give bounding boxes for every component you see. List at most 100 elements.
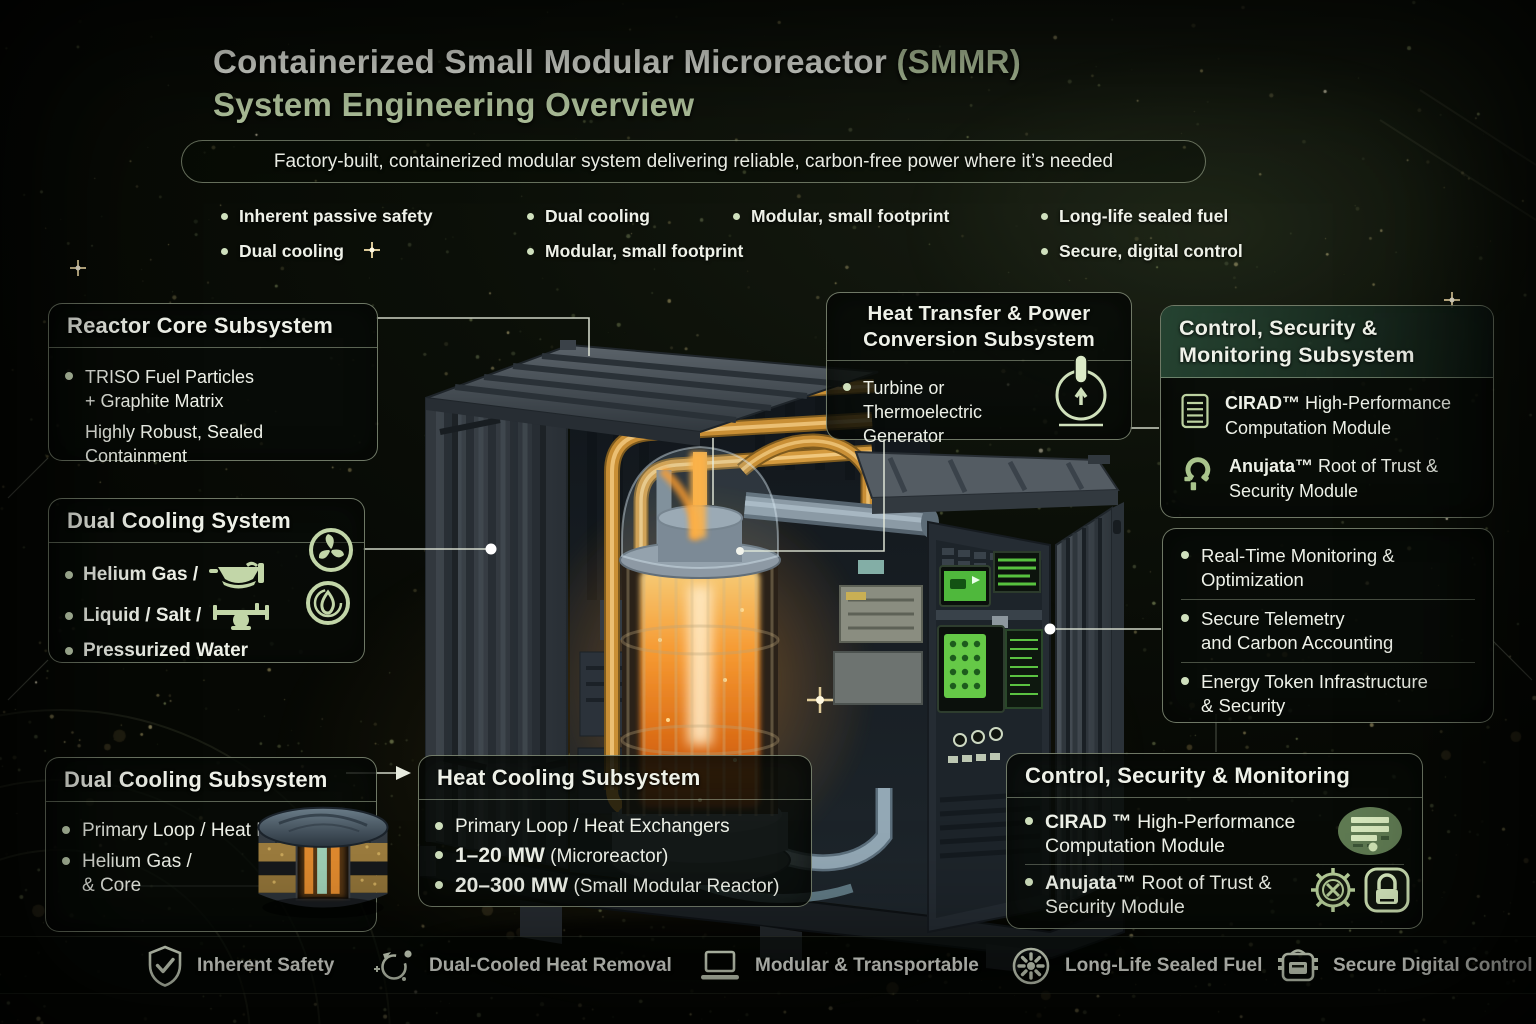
bullet-line: Generator: [863, 426, 945, 446]
footer-label: Long-Life Sealed Fuel: [1065, 955, 1263, 976]
bullet-dot-icon: [1181, 677, 1189, 685]
module-desc2: Computation Module: [1225, 418, 1392, 438]
footer-label: Inherent Safety: [197, 955, 335, 976]
footer-item: Dual-Cooled Heat Removal: [372, 944, 672, 988]
laptop-icon: [701, 950, 739, 980]
title-line: Conversion Subsystem: [863, 328, 1095, 351]
bullet-line: & Core: [82, 875, 142, 896]
list-item: TRISO Fuel Particles+ Graphite Matrix: [65, 365, 361, 413]
feature-bullet: Secure, digital control: [1041, 241, 1243, 262]
list-item: Anujata™ Root of Trust &Security Module: [1025, 871, 1404, 919]
bullet-dot-icon: [62, 826, 70, 834]
bullet-text: 20–300 MW (Small Modular Reactor): [455, 874, 779, 899]
bullet-text: TRISO Fuel Particles+ Graphite Matrix: [85, 365, 254, 413]
bullet-line: Helium Gas /: [82, 851, 192, 872]
bullet-line: Optimization: [1201, 569, 1304, 590]
feature-label: Long-life sealed fuel: [1059, 206, 1229, 226]
module-desc: High-Performance: [1300, 393, 1452, 413]
bullet-dot-icon: [733, 213, 740, 220]
bullet-line: TRISO Fuel Particles: [85, 367, 255, 387]
footer-label: Dual-Cooled Heat Removal: [429, 955, 672, 976]
box-title: Dual Cooling System: [49, 499, 364, 543]
heat-exchanger-icon: [209, 561, 265, 589]
list-item: 20–300 MW (Small Modular Reactor): [435, 874, 795, 899]
page-title: Containerized Small Modular Microreactor…: [213, 40, 1021, 126]
box-title: Control, Security &Monitoring Subsystem: [1161, 306, 1493, 378]
dual-cooling-system-box: Dual Cooling System Helium Gas / Liquid …: [48, 498, 365, 663]
bullet-dot-icon: [527, 213, 534, 220]
title-accent: (SMMR): [896, 43, 1022, 80]
bullet-text: Helium Gas / & Core: [82, 850, 192, 898]
feature-label: Dual cooling: [545, 206, 650, 226]
module-desc: Root of Trust &: [1136, 872, 1272, 894]
list-item: CIRAD™ High-Performance Computation Modu…: [1179, 391, 1475, 441]
generator-power-icon: [1055, 354, 1107, 427]
bullet-dot-icon: [435, 822, 443, 830]
bullet-dot-icon: [62, 857, 70, 865]
bullet-dot-icon: [527, 248, 534, 255]
list-item: Helium Gas / & Core: [62, 850, 360, 898]
feature-label: Inherent passive safety: [239, 206, 433, 226]
module-text: Anujata™ Root of Trust & Security Module: [1229, 454, 1438, 504]
box-title: Dual Cooling Subsystem: [46, 758, 376, 802]
feature-label: Modular, small footprint: [751, 206, 950, 226]
feature-label: Modular, small footprint: [545, 241, 744, 261]
bullet-dot-icon: [1025, 817, 1033, 825]
list-item: Liquid / Salt /: [65, 601, 348, 631]
footer-label: Secure Digital Control: [1333, 955, 1533, 976]
power-range: 20–300 MW: [455, 874, 569, 897]
list-item: Primary Loop / Heat Exchangers: [435, 815, 795, 839]
feature-bullet: Dual cooling: [221, 241, 344, 262]
bullet-line: Primary Loop / Heat Exchangers: [455, 816, 730, 837]
footer-item: Secure Digital Control: [1276, 944, 1533, 988]
bullet-line: Secure Telemetry: [1201, 608, 1345, 629]
list-item: Energy Token Infrastructure & Security: [1181, 670, 1475, 718]
bullet-line: Real-Time Monitoring &: [1201, 545, 1395, 566]
bullet-text: Real-Time Monitoring & Optimization: [1201, 544, 1395, 592]
bullet-line: & Security: [1201, 695, 1286, 716]
list-item: 1–20 MW (Microreactor): [435, 844, 795, 869]
orbit-icon: [374, 950, 412, 981]
title-main: Containerized Small Modular Microreactor: [213, 43, 897, 80]
sealed-fuel-icon: [1012, 947, 1050, 985]
subtitle-pill: Factory-built, containerized modular sys…: [181, 140, 1206, 183]
module-desc: Root of Trust &: [1313, 456, 1439, 476]
root-of-trust-icon: [1184, 457, 1211, 491]
shield-check-icon: [148, 945, 182, 987]
coolant-label: Helium Gas /: [83, 564, 199, 585]
bullet-dot-icon: [65, 612, 73, 620]
note-line: Highly Robust, Sealed: [85, 422, 264, 442]
bullet-dot-icon: [1181, 614, 1189, 622]
title-line: Control, Security &: [1179, 316, 1378, 340]
footer-item: Inherent Safety: [146, 944, 334, 988]
box-title: Control, Security & Monitoring: [1007, 754, 1422, 798]
module-name: CIRAD™: [1225, 393, 1300, 413]
subtitle-text: Factory-built, containerized modular sys…: [273, 150, 1114, 172]
bullet-dot-icon: [1181, 551, 1189, 559]
title-line2: System Engineering Overview: [213, 86, 695, 123]
box-title: Reactor Core Subsystem: [49, 304, 377, 348]
module-desc: High-Performance: [1131, 811, 1296, 833]
bullet-line: Energy Token Infrastructure: [1201, 671, 1428, 692]
heat-cooling-box: Heat Cooling Subsystem Primary Loop / He…: [418, 755, 812, 907]
power-range-note: (Microreactor): [544, 846, 669, 867]
server-stack-icon: [1338, 807, 1402, 855]
list-item: Anujata™ Root of Trust & Security Module: [1179, 454, 1475, 504]
list-item: Real-Time Monitoring & Optimization: [1181, 544, 1475, 592]
divider: [1181, 599, 1475, 600]
module-desc2: Computation Module: [1045, 835, 1225, 857]
droplet-icon: [306, 581, 350, 625]
control-screens: [936, 551, 1043, 713]
bullet-dot-icon: [65, 647, 73, 655]
feature-bullet: Modular, small footprint: [527, 241, 743, 262]
bullet-dot-icon: [221, 213, 228, 220]
bullet-text: 1–20 MW (Microreactor): [455, 844, 668, 869]
feature-label: Dual cooling: [239, 241, 344, 261]
bullet-dot-icon: [1025, 878, 1033, 886]
feature-label: Secure, digital control: [1059, 241, 1243, 261]
